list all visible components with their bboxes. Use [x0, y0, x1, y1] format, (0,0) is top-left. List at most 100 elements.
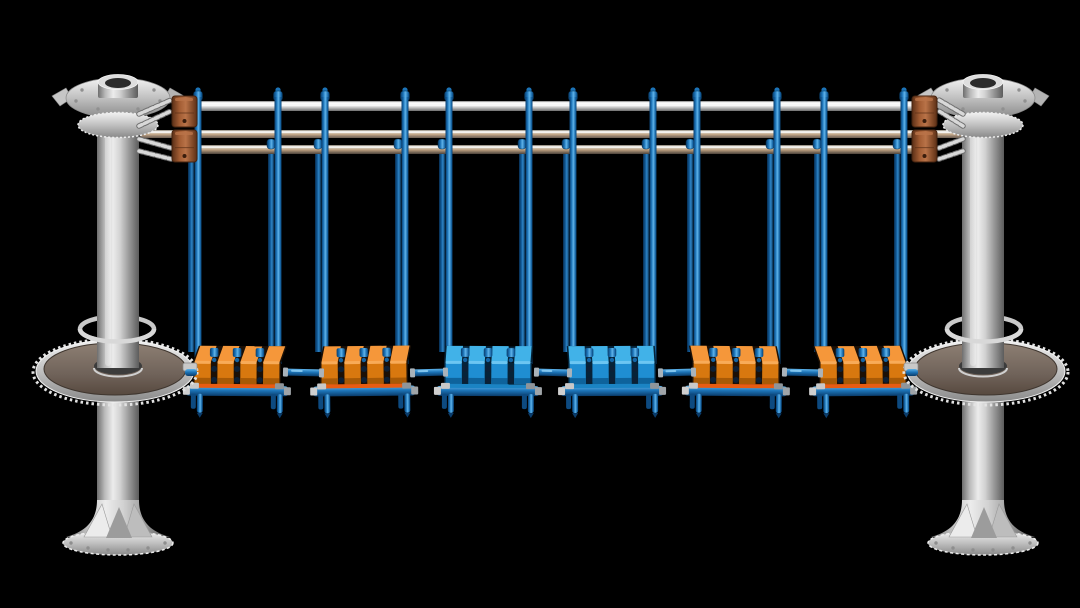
vertical-rope-back [563, 150, 569, 352]
base-gusset [123, 503, 153, 538]
slat-front-shade [390, 377, 407, 384]
bolt [383, 376, 390, 383]
slat-top [445, 345, 464, 362]
lower-flange [942, 111, 1024, 139]
rope-end-back [398, 393, 404, 409]
slat-top [759, 346, 779, 363]
slat-front-shade [889, 377, 906, 384]
corner-clip [650, 382, 660, 389]
chain [137, 137, 173, 150]
slat-front-shade [194, 377, 211, 384]
rope-dot [508, 357, 514, 363]
rope-lug [209, 347, 219, 357]
bolt [608, 366, 615, 373]
rope-end-back [318, 394, 324, 410]
rope-lug [731, 347, 741, 358]
connector-rope [781, 367, 824, 378]
slat-edge-highlight [592, 361, 609, 365]
grab-ring-front [77, 328, 157, 344]
rope-dot [485, 357, 491, 363]
bolt [211, 376, 218, 383]
under-platform-rope [435, 385, 540, 397]
base-bolt [1028, 541, 1032, 545]
rope-ferrule [534, 387, 542, 396]
bolt [507, 377, 514, 384]
slat-top [568, 346, 586, 363]
base-bolt [163, 541, 167, 545]
base-gusset [948, 503, 978, 538]
rope-end-back [521, 394, 527, 410]
slat-front-shade [693, 377, 710, 384]
connector-rope-body [659, 368, 696, 377]
vertical-rope-back [188, 150, 194, 352]
rope-ferrule [558, 387, 566, 396]
base-bolt [951, 546, 955, 550]
slat-top [390, 345, 410, 362]
rope-clamp [812, 138, 822, 150]
rope-ferrule [409, 368, 416, 378]
flange-bolt [1017, 88, 1021, 92]
rope-dot [883, 357, 888, 363]
chain [137, 98, 173, 116]
vertical-rope-front [820, 97, 828, 364]
bolt [361, 376, 368, 383]
rope-dot [860, 357, 866, 363]
rope-dot [257, 357, 263, 363]
base-gusset [83, 503, 113, 538]
bolt [256, 377, 263, 384]
corner-clip [402, 382, 412, 389]
rope-ferrule [566, 368, 573, 378]
vertical-rope-back [519, 150, 525, 352]
slat-top [591, 346, 609, 363]
flange-bolt [1001, 107, 1005, 111]
rope-lug [382, 347, 392, 357]
slat-top [321, 346, 341, 363]
bolt [882, 365, 889, 372]
base-bolt [126, 548, 130, 552]
slat-edge-highlight [194, 360, 211, 364]
step-platform-6 [809, 345, 918, 419]
rope-ferrule [182, 386, 190, 395]
top-front-rail [176, 101, 932, 111]
connector-rope-body [782, 368, 822, 377]
bolt [462, 365, 469, 372]
bottom-edge-strip [691, 383, 780, 389]
rope-lug [630, 347, 640, 357]
bottom-edge-strip [320, 383, 409, 389]
rope-dot [211, 357, 217, 363]
chain [137, 149, 173, 161]
step-platform-4 [558, 345, 667, 419]
chain [937, 98, 965, 116]
vertical-rope-back [395, 150, 401, 352]
flange-bolt [74, 99, 78, 103]
corner-clip [565, 383, 575, 390]
table-hole-rim [958, 367, 1008, 378]
rope-end-tip [276, 413, 283, 419]
slat-front-shade [240, 378, 257, 385]
vertical-rope-back [643, 150, 649, 352]
rope-end-front [447, 393, 454, 413]
bolt [234, 366, 241, 373]
rope-ferrule [411, 386, 419, 395]
bolt [484, 376, 491, 383]
grab-ring-front [944, 328, 1024, 344]
base-bolt [106, 548, 110, 552]
rope-ferrule [910, 386, 918, 395]
rope-dot [733, 357, 739, 363]
slat-front-shade [514, 378, 531, 385]
table-hole-rim [93, 367, 143, 378]
flange-bolt [136, 107, 140, 111]
rope-ferrule [681, 386, 689, 395]
rope-clamp [266, 138, 276, 150]
rope-lug [506, 348, 516, 358]
timber-clamp [171, 95, 198, 163]
bolt [360, 366, 367, 373]
slat-top [736, 346, 756, 363]
rope-clamp [561, 138, 571, 150]
bolt [733, 366, 740, 373]
connector-rope [657, 367, 697, 378]
top-back-rail [140, 130, 963, 138]
rope-end-front [823, 394, 830, 414]
